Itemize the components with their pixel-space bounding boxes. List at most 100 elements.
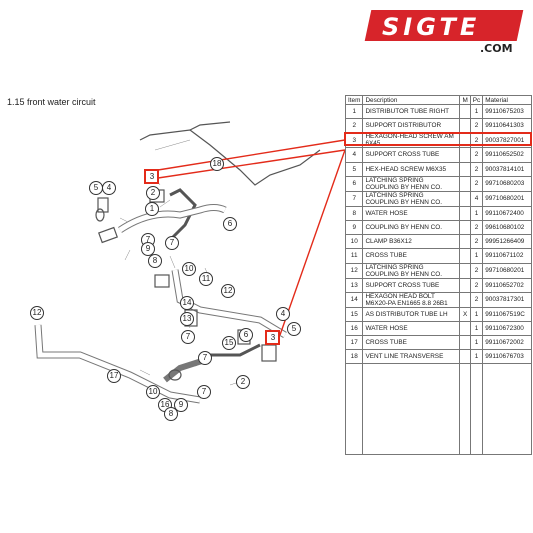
cell-pc: 2 [469,147,484,163]
callout-18[interactable]: 18 [210,157,224,171]
cell-item: 11 [344,248,364,264]
callout-1[interactable]: 1 [145,202,159,216]
callout-7-b[interactable]: 7 [165,236,179,250]
callout-2-bottom[interactable]: 2 [236,375,250,389]
cell-description: SUPPORT CROSS TUBE [362,147,461,163]
cell-item: 13 [344,277,364,293]
callout-12-left[interactable]: 12 [30,306,44,320]
cell-item: 1 [344,103,364,120]
callout-10[interactable]: 10 [182,262,196,276]
cell-m [459,205,471,221]
callout-4-left[interactable]: 4 [102,181,116,195]
callout-8-bottom[interactable]: 8 [164,407,178,421]
callout-9-bottom[interactable]: 9 [174,398,188,412]
section-title: 1.15 front water circuit [7,97,96,107]
empty-cell [469,363,484,456]
callout-highlight-bottom [265,330,280,345]
callout-8[interactable]: 8 [148,254,162,268]
callout-9[interactable]: 9 [141,242,155,256]
cell-m [459,248,471,264]
cell-m [459,335,471,351]
site-logo[interactable]: SIGTE .COM [364,10,524,56]
callout-6-top[interactable]: 6 [223,217,237,231]
empty-cell [459,363,471,456]
cell-material: 99110652702 [482,277,532,293]
cell-description: AS DISTRIBUTOR TUBE LH [362,306,461,322]
callout-2-top[interactable]: 2 [146,186,160,200]
cell-description: LATCHING SPRING COUPLING BY HENN CO. [362,190,461,207]
empty-cell [362,363,461,456]
cell-m [459,320,471,337]
cell-description: COUPLING BY HENN CO. [362,219,461,236]
empty-cell [344,363,364,456]
cell-material: 99110675203 [482,103,532,120]
cell-pc: 2 [469,291,484,308]
callout-7-c[interactable]: 7 [181,330,195,344]
cell-description: DISTRIBUTOR TUBE RIGHT [362,103,461,120]
cross-tube-17 [34,324,201,404]
callout-4-right[interactable]: 4 [276,307,290,321]
cell-pc: 1 [469,306,484,322]
callout-11[interactable]: 11 [199,272,213,286]
cell-description: CLAMP B36X12 [362,234,461,250]
callout-15[interactable]: 15 [222,336,236,350]
cell-description: HEXAGON HEAD BOLT M6X20-PA EN1665 8.8 26… [362,291,461,308]
cell-pc: 2 [469,234,484,250]
cell-description: WATER HOSE [362,320,461,337]
cell-item: 18 [344,349,364,365]
cell-description: VENT LINE TRANSVERSE [362,349,461,365]
cell-item: 2 [344,118,364,134]
cell-pc: 2 [469,262,484,279]
cell-material: 99710680201 [482,190,532,207]
callout-5-right[interactable]: 5 [287,322,301,336]
callout-7-e[interactable]: 7 [197,385,211,399]
cell-m [459,175,471,192]
callout-14[interactable]: 14 [180,296,194,310]
cell-material: 90037814101 [482,161,532,177]
cell-item: 14 [344,291,364,308]
cell-pc: 2 [469,118,484,134]
cell-description: CROSS TUBE [362,248,461,264]
cell-item: 16 [344,320,364,337]
cell-description: CROSS TUBE [362,335,461,351]
cell-description: WATER HOSE [362,205,461,221]
distributor-tube-right [168,188,197,242]
cell-description: SUPPORT DISTRIBUTOR [362,118,461,134]
cell-material: 90037817301 [482,291,532,308]
callout-7-d[interactable]: 7 [198,351,212,365]
callout-5-left[interactable]: 5 [89,181,103,195]
logo-domain: .COM [480,42,513,55]
col-m: M [459,95,471,105]
callout-17[interactable]: 17 [107,369,121,383]
col-desc: Description [362,95,461,105]
callout-6-right[interactable]: 6 [239,328,253,342]
cell-item: 17 [344,335,364,351]
callout-13[interactable]: 13 [180,312,194,326]
col-pc: Pc [469,95,484,105]
cell-item: 8 [344,205,364,221]
cell-pc: 1 [469,349,484,365]
cell-pc: 2 [469,161,484,177]
cell-pc: 2 [469,175,484,192]
callout-12-right[interactable]: 12 [221,284,235,298]
cell-material: 99710680201 [482,262,532,279]
callout-10-bottom[interactable]: 10 [146,385,160,399]
